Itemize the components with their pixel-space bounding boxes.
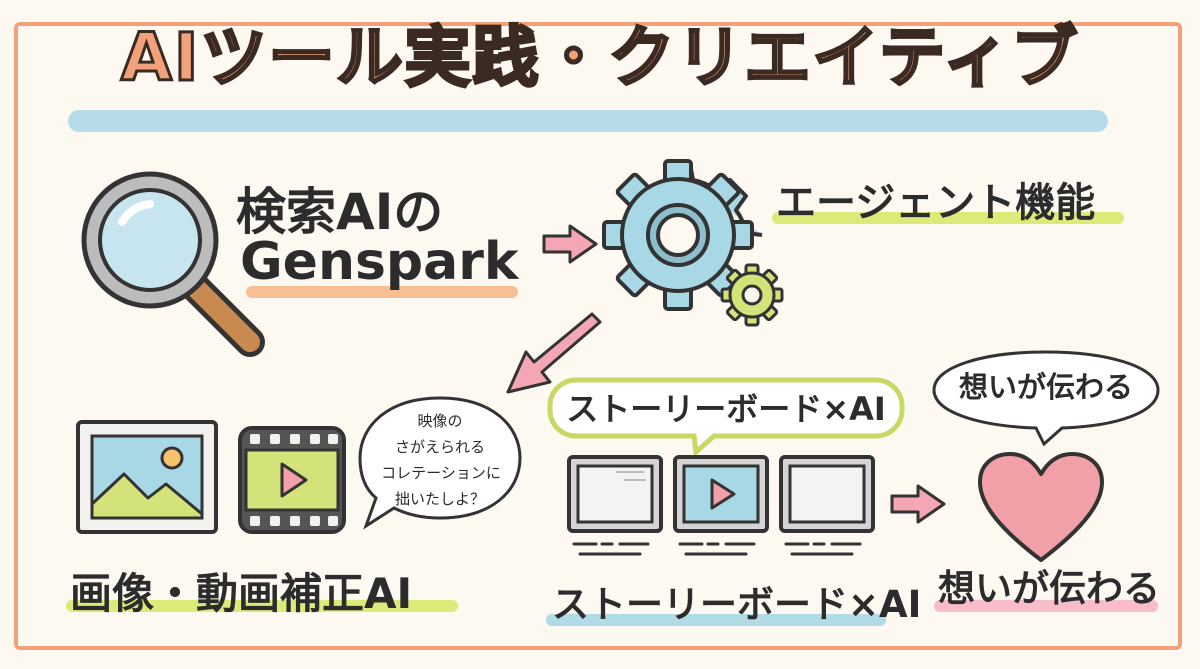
storyboard-frame-2 bbox=[673, 455, 769, 533]
heart-highlight bbox=[934, 600, 1158, 612]
media-bubble-line1: 映像の bbox=[417, 412, 463, 430]
arrow-diagonal-icon bbox=[506, 312, 602, 394]
storyboard-frame-1 bbox=[567, 455, 663, 533]
storyboard-label: ストーリーボード×AI bbox=[552, 583, 922, 626]
title-highlight bbox=[68, 110, 1108, 132]
storyboard-speech-bubble bbox=[547, 377, 905, 458]
media-bubble-line3: コレテーションに bbox=[381, 464, 501, 482]
media-speech-bubble bbox=[358, 396, 522, 530]
storyboard-bubble-text: ストーリーボード×AI bbox=[566, 390, 886, 428]
media-label: 画像・動画補正AI bbox=[70, 569, 413, 618]
storyboard-frame-3 bbox=[779, 455, 875, 533]
heart-speech-bubble bbox=[932, 350, 1160, 447]
search-label-line1: 検索AIの bbox=[236, 183, 444, 241]
heart-label: 想いが伝わる bbox=[938, 567, 1160, 610]
media-bubble-line4: 拙いたしよ？ bbox=[394, 490, 485, 508]
arrow-right-2-icon bbox=[890, 484, 946, 524]
video-icon bbox=[238, 426, 346, 534]
agent-label: エージェント機能 bbox=[776, 180, 1096, 226]
agent-highlight bbox=[772, 212, 1124, 224]
search-label-line2: Genspark bbox=[240, 232, 519, 292]
storyboard-highlight bbox=[546, 614, 886, 626]
magnifier-icon bbox=[81, 171, 265, 357]
media-highlight bbox=[66, 600, 458, 612]
storyboard-caption-lines bbox=[572, 542, 862, 556]
heart-icon bbox=[978, 452, 1104, 562]
gear-icon bbox=[602, 159, 784, 327]
outer-frame bbox=[14, 22, 1182, 650]
image-icon bbox=[76, 420, 218, 534]
page-title: AIツール実践・クリエイティブ bbox=[119, 19, 1080, 96]
arrow-right-icon bbox=[542, 224, 598, 264]
heart-bubble-text: 想いが伝わる bbox=[958, 370, 1133, 404]
media-bubble-line2: さがえられる bbox=[394, 438, 485, 456]
search-highlight bbox=[246, 286, 518, 298]
